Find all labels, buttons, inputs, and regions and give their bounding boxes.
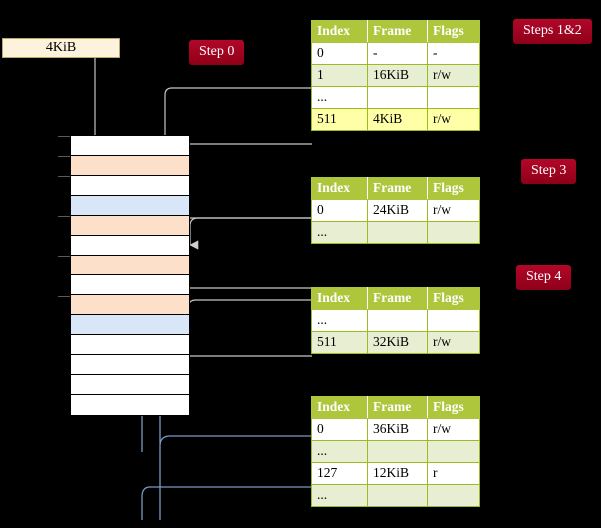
column-header-index: Index (311, 20, 368, 43)
table-row: ... (311, 484, 480, 507)
memory-tick (58, 256, 70, 257)
memory-frame-row (71, 355, 189, 376)
column-header-frame: Frame (367, 177, 428, 200)
cell-frame: 12KiB (367, 462, 428, 485)
cell-frame (367, 440, 428, 463)
column-header-index: Index (311, 396, 368, 419)
memory-frame-row (71, 275, 189, 296)
memory-tick (58, 216, 70, 217)
badge-steps-1-2: Steps 1&2 (513, 19, 592, 44)
cell-frame: 4KiB (367, 108, 428, 131)
memory-frame-row (71, 175, 189, 196)
column-header-flags: Flags (427, 287, 480, 310)
memory-tick (58, 176, 70, 177)
cell-flags (427, 86, 480, 109)
memory-frame-row (71, 195, 189, 216)
memory-frame-row (71, 136, 189, 156)
memory-frame-row (71, 394, 189, 415)
cell-index: 1 (311, 64, 368, 87)
column-header-frame: Frame (367, 287, 428, 310)
memory-tick (58, 296, 70, 297)
memory-frame-row (71, 155, 189, 176)
cell-flags: r/w (427, 331, 480, 354)
cell-flags: r/w (427, 108, 480, 131)
cell-flags: r/w (427, 418, 480, 441)
memory-tick (58, 156, 70, 157)
physical-memory-column (70, 135, 190, 416)
memory-frame-row (71, 215, 189, 236)
cell-flags (427, 440, 480, 463)
cell-index: 0 (311, 418, 368, 441)
column-header-index: Index (311, 287, 368, 310)
column-header-frame: Frame (367, 396, 428, 419)
cell-index: ... (311, 440, 368, 463)
table-row: ... (311, 221, 480, 244)
cell-index: ... (311, 221, 368, 244)
column-header-frame: Frame (367, 20, 428, 43)
cell-frame (367, 86, 428, 109)
cell-flags: - (427, 42, 480, 65)
column-header-flags: Flags (427, 177, 480, 200)
memory-frame-row (71, 335, 189, 356)
memory-tick (58, 136, 70, 137)
cell-frame: - (367, 42, 428, 65)
cell-index: 0 (311, 42, 368, 65)
cell-frame: 24KiB (367, 199, 428, 222)
cell-index: 511 (311, 108, 368, 131)
cell-index: ... (311, 484, 368, 507)
cell-index: 127 (311, 462, 368, 485)
cell-flags: r (427, 462, 480, 485)
source-frame-label: 4KiB (45, 40, 77, 55)
cell-index: 0 (311, 199, 368, 222)
cell-index: 511 (311, 331, 368, 354)
memory-frame-row (71, 255, 189, 276)
column-header-flags: Flags (427, 396, 480, 419)
badge-step-0: Step 0 (189, 40, 245, 65)
cell-frame: 36KiB (367, 418, 428, 441)
table-row: 0-- (311, 42, 480, 65)
cell-frame: 32KiB (367, 331, 428, 354)
cell-index: ... (311, 309, 368, 332)
table-row: ... (311, 440, 480, 463)
cell-flags (427, 309, 480, 332)
table-row: ... (311, 86, 480, 109)
memory-frame-row (71, 375, 189, 395)
cell-flags (427, 484, 480, 507)
cell-frame (367, 221, 428, 244)
source-frame-box: 4KiB (2, 38, 120, 58)
cell-frame (367, 309, 428, 332)
cell-flags: r/w (427, 199, 480, 222)
badge-step-3: Step 3 (521, 159, 577, 184)
column-header-index: Index (311, 177, 368, 200)
cell-flags: r/w (427, 64, 480, 87)
table-row: ... (311, 309, 480, 332)
memory-frame-row (71, 315, 189, 336)
memory-frame-row (71, 295, 189, 316)
badge-step-4: Step 4 (516, 265, 572, 290)
column-header-flags: Flags (427, 20, 480, 43)
memory-frame-row (71, 235, 189, 256)
cell-frame (367, 484, 428, 507)
cell-frame: 16KiB (367, 64, 428, 87)
cell-index: ... (311, 86, 368, 109)
cell-flags (427, 221, 480, 244)
